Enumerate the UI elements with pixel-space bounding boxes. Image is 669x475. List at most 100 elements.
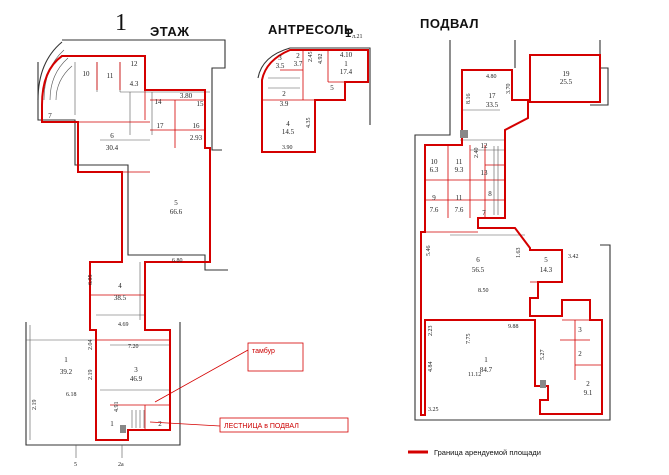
bs-room-area: 7.6	[455, 206, 464, 214]
f1-room-area: 2.93	[190, 134, 203, 142]
floor1-title: ЭТАЖ	[150, 24, 190, 39]
f1-dim: 2.04	[88, 340, 94, 351]
bs-room-num: 11	[456, 158, 463, 166]
mezzanine-ref: л.21	[352, 34, 363, 40]
f1-room-num: 3	[134, 366, 138, 374]
mezzanine-title: АНТРЕСОЛЬ	[268, 22, 354, 37]
axis-label: 5	[74, 462, 77, 468]
basement-plan: 4.80 17 33.5 19 25.5 10 6.3 11 9.3 12 13…	[414, 40, 611, 421]
f1-room-area: 4.3	[130, 80, 139, 88]
bs-dim: 8.16	[466, 94, 472, 105]
mz-room-num: 4	[286, 120, 290, 128]
mz-room-num: 3	[278, 54, 282, 62]
legend-text: Граница арендуемой площади	[434, 448, 541, 457]
bs-room-area: 9.3	[455, 166, 464, 174]
f1-room-num: 14	[155, 98, 163, 106]
bs-dim: 5.46	[426, 246, 432, 257]
stairs-label: ЛЕСТНИЦА в ПОДВАЛ	[224, 423, 299, 430]
bs-dim: 2.40	[474, 148, 480, 159]
f1-room-num: 7	[48, 112, 52, 120]
f1-room-num: 1	[110, 420, 114, 428]
bs-room-area: 56.5	[472, 266, 485, 274]
bs-dim: 3.42	[568, 254, 579, 260]
bs-dim: 4.80	[486, 74, 497, 80]
column-marker	[460, 130, 468, 138]
f1-room-num: 6	[110, 132, 114, 140]
bs-room-num: 5	[544, 256, 548, 264]
floor1-plan: 10 11 12 4.3 7 6 30.4 14 3.80 15 17 16 2…	[25, 39, 228, 468]
mz-dim: 4.92	[318, 54, 324, 65]
f1-dim: 4.69	[118, 322, 129, 328]
bs-room-num: 6	[476, 256, 480, 264]
bs-room-num: 7	[482, 209, 486, 217]
f1-room-area: 30.4	[106, 144, 119, 152]
f1-room-num: 2	[158, 420, 162, 428]
f1-dim: 7.20	[128, 344, 139, 350]
bs-dim: 7.75	[466, 334, 472, 345]
bs-dim: 9.88	[508, 324, 519, 330]
mz-room-num: 2	[296, 52, 300, 60]
column-marker	[540, 380, 546, 388]
mezzanine-plan: 3 3.5 2 3.7 4.10 1 17.4 5 2 3.9 4 14.5 2…	[257, 47, 371, 153]
bs-room-num: 8	[488, 190, 492, 198]
mz-room-area: 14.5	[282, 128, 295, 136]
f1-room-area: 38.5	[114, 294, 127, 302]
bs-room-area: 33.5	[486, 101, 499, 109]
f1-dim: 6.18	[66, 392, 77, 398]
bs-dim: 1.63	[516, 248, 522, 259]
mezzanine-suffix: 1	[345, 28, 352, 40]
f1-room-num: 5	[174, 199, 178, 207]
mz-room-area: 3.5	[276, 62, 285, 70]
bs-room-num: 9	[432, 194, 436, 202]
f1-room-area: 15	[197, 100, 205, 108]
tambur-label: тамбур	[252, 347, 275, 355]
bs-room-num: 2	[586, 380, 590, 388]
mz-room-num: 5	[330, 84, 334, 92]
bs-room-area: 6.3	[430, 166, 439, 174]
bs-room-num: 3	[578, 326, 582, 334]
bs-room-num: 12	[481, 142, 489, 150]
basement-title: ПОДВАЛ	[420, 16, 479, 31]
f1-room-num: 10	[83, 70, 91, 78]
bs-dim: 5.27	[540, 350, 546, 361]
tambur-callout: тамбур	[247, 342, 304, 372]
axis-label: 2а	[118, 462, 124, 468]
bs-dim: 3.25	[428, 407, 439, 413]
bs-room-num: 1	[484, 356, 488, 364]
f1-room-area: 39.2	[60, 368, 73, 376]
f1-room-area: 46.9	[130, 375, 143, 383]
f1-room-num: 17	[157, 122, 165, 130]
bs-dim: 11.12	[468, 372, 481, 378]
bs-dim: 8.50	[478, 288, 489, 294]
bs-room-num: 17	[489, 92, 497, 100]
bs-dim: 4.84	[428, 362, 434, 373]
f1-dim: 6.05	[88, 275, 94, 286]
bs-room-area: 84.7	[480, 366, 493, 374]
f1-room-num: 11	[107, 72, 114, 80]
f1-room-num: 12	[131, 60, 139, 68]
stair-marker	[120, 425, 126, 433]
mz-room-area: 1	[344, 60, 348, 68]
mz-dim: 2.45	[308, 52, 314, 63]
f1-dim: 2.19	[32, 400, 38, 411]
bs-room-area: 7.6	[430, 206, 439, 214]
f1-dim: 4.91	[114, 402, 120, 413]
mz-room-area: 3.9	[280, 100, 289, 108]
f1-room-num: 1	[64, 356, 68, 364]
bs-room-area: 9.1	[584, 389, 593, 397]
bs-room-num: 19	[563, 70, 571, 78]
floor-number: 1	[115, 10, 127, 36]
mz-room-area: 3.7	[294, 60, 303, 68]
f1-dim: 2.19	[88, 370, 94, 381]
bs-dim: 3.70	[506, 84, 512, 95]
mz-room-area: 17.4	[340, 68, 353, 76]
bs-room-area: 14.3	[540, 266, 553, 274]
f1-room-area: 66.6	[170, 208, 183, 216]
f1-room-num: 16	[193, 122, 201, 130]
legend: Граница арендуемой площади	[408, 448, 541, 457]
bs-room-num: 11	[456, 194, 463, 202]
mz-dim: 3.90	[282, 145, 293, 151]
f1-room-num: 4	[118, 282, 122, 290]
bs-room-num: 10	[431, 158, 439, 166]
